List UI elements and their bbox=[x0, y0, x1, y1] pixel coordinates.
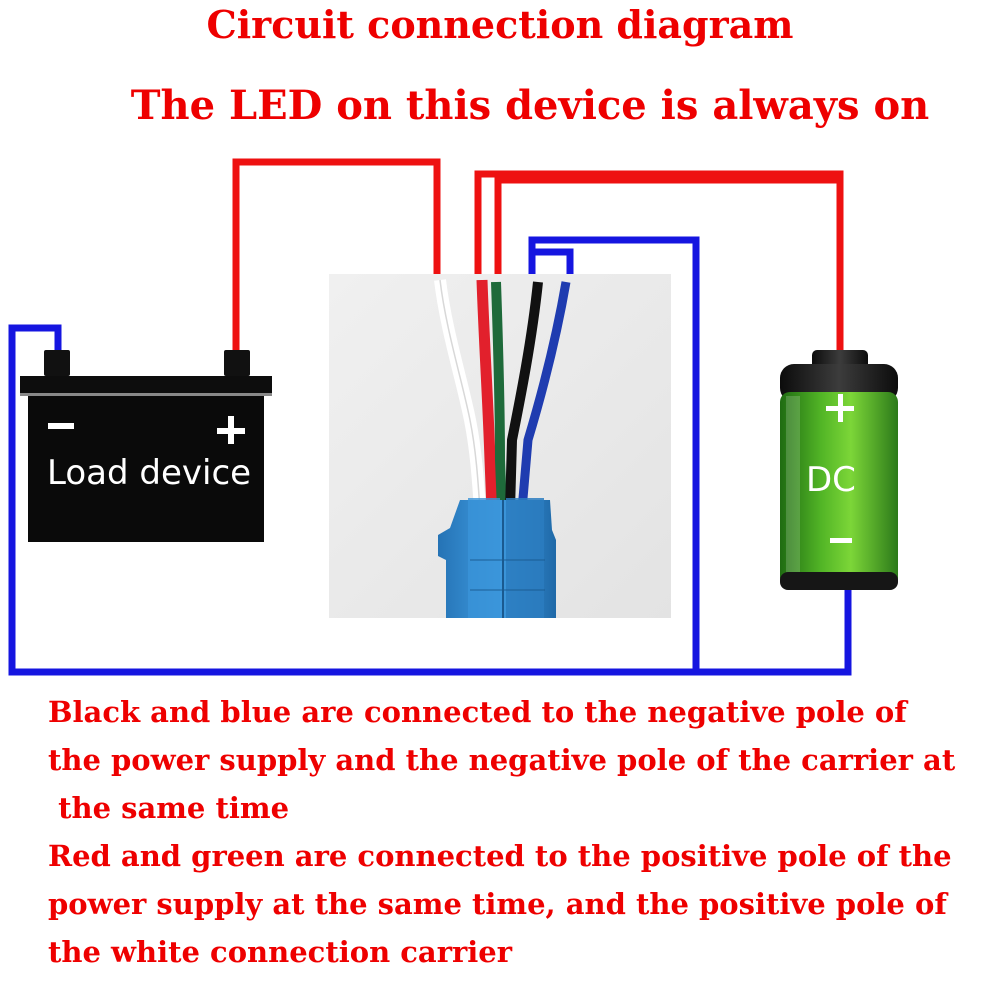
note-line: the same time bbox=[48, 791, 290, 825]
load-terminal-negative bbox=[44, 350, 70, 376]
load-terminal-positive bbox=[224, 350, 250, 376]
blue-wire bbox=[517, 281, 571, 511]
wiring-notes: Black and blue are connected to the nega… bbox=[48, 688, 988, 976]
wire-load-negative bbox=[8, 324, 852, 676]
load-device bbox=[20, 350, 272, 542]
red-wire bbox=[476, 279, 498, 511]
black-wire bbox=[505, 281, 543, 511]
note-line: power supply at the same time, and the p… bbox=[48, 887, 947, 921]
connector-plug bbox=[438, 498, 556, 618]
wire-red-to-battery bbox=[474, 170, 844, 352]
battery-minus-sign bbox=[830, 538, 852, 543]
wire-green-to-battery bbox=[494, 176, 840, 274]
negative-wires bbox=[8, 236, 852, 676]
wire-load-positive bbox=[232, 158, 441, 352]
diagram-title: Circuit connection diagram bbox=[206, 2, 794, 47]
battery-dc-label: DC bbox=[806, 460, 856, 500]
battery-plus-sign bbox=[826, 394, 856, 424]
connector-photo bbox=[329, 274, 671, 618]
diagram-subtitle: The LED on this device is always on bbox=[130, 82, 930, 129]
load-minus-sign bbox=[44, 405, 84, 445]
note-line: the power supply and the negative pole o… bbox=[48, 743, 956, 777]
positive-wires bbox=[232, 158, 844, 352]
note-line: Red and green are connected to the posit… bbox=[48, 839, 952, 873]
green-wire bbox=[491, 281, 507, 511]
note-line: Black and blue are connected to the nega… bbox=[48, 695, 907, 729]
load-plus-sign bbox=[217, 416, 247, 446]
wire-blue-loop bbox=[528, 236, 700, 672]
dc-battery bbox=[780, 350, 898, 590]
load-device-label: Load device bbox=[47, 453, 252, 493]
wire-black-link bbox=[532, 248, 574, 274]
note-line: the white connection carrier bbox=[48, 935, 512, 969]
